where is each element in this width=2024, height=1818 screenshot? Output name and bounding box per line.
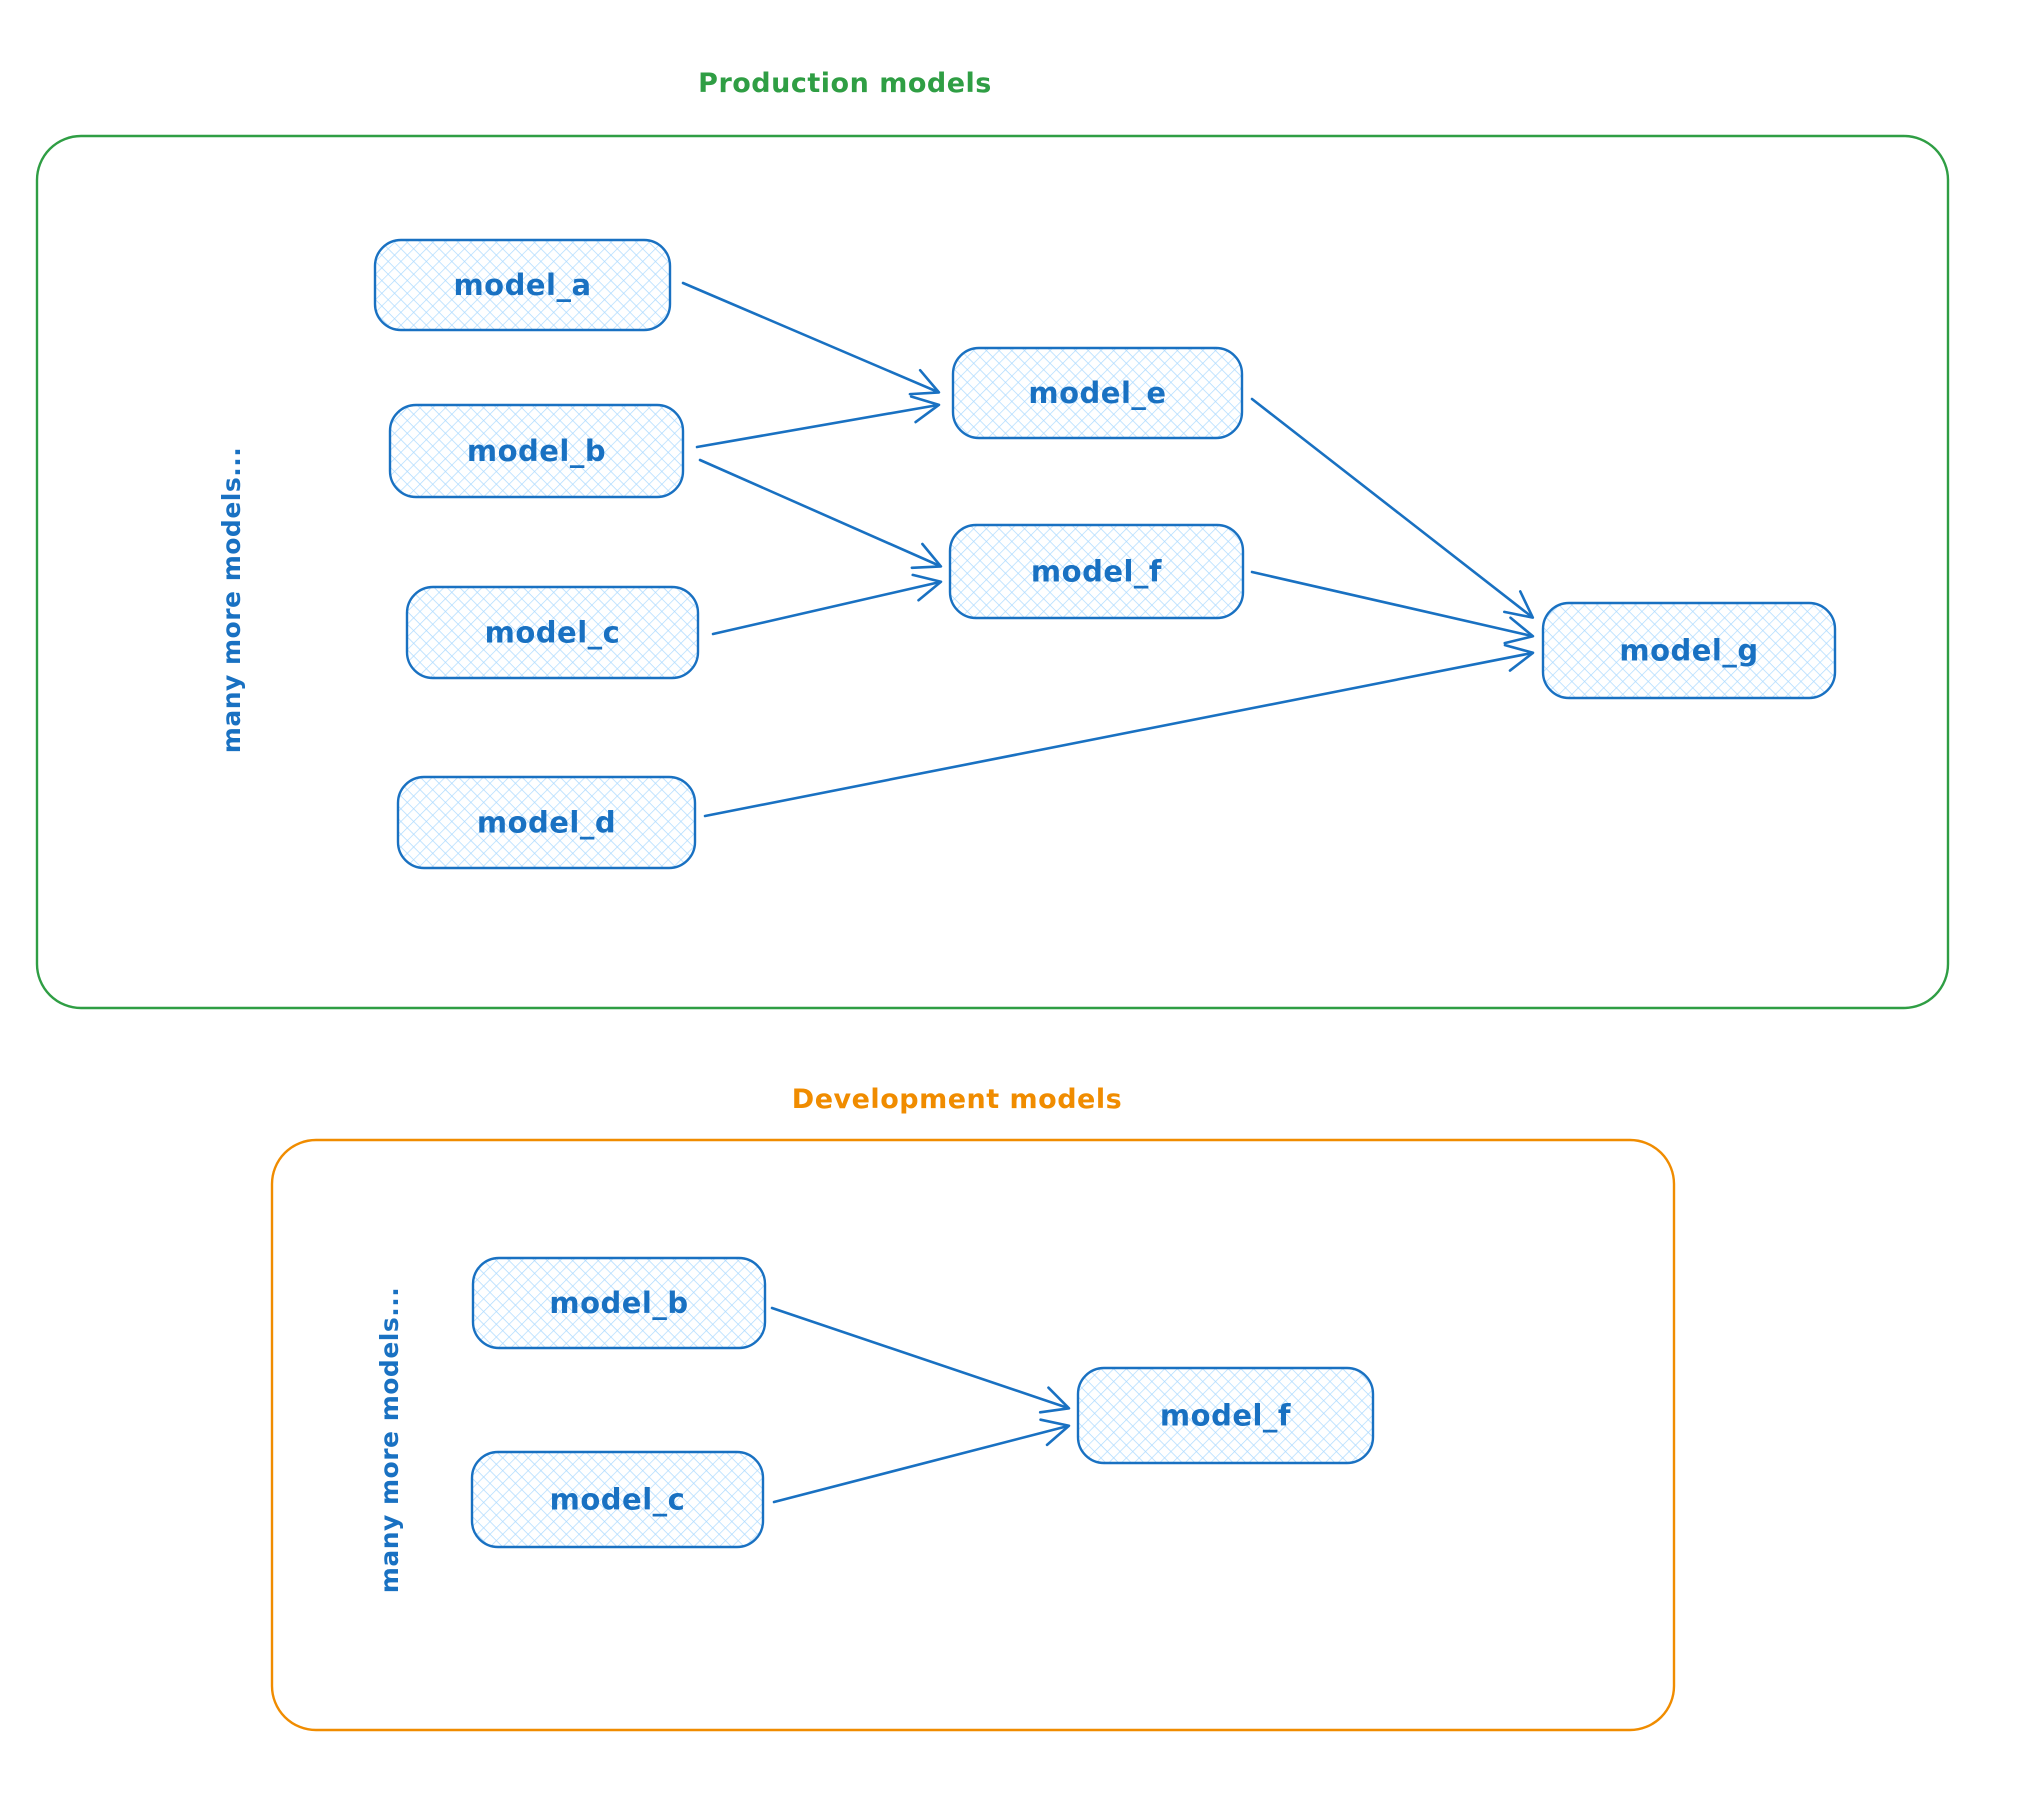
prod-model-b-label: model_b <box>467 434 606 468</box>
production-edge-model_e-to-model_g <box>1250 397 1535 619</box>
production-side-label: many more models... <box>217 447 246 753</box>
prod-model-g-label: model_g <box>1619 634 1758 668</box>
prod-model-c: model_c <box>405 585 700 680</box>
dev-model-f: model_f <box>1076 1366 1375 1465</box>
dev-model-c: model_c <box>470 1450 765 1549</box>
prod-model-f-box <box>948 523 1245 620</box>
dev-model-c-box <box>470 1450 765 1549</box>
prod-model-f: model_f <box>948 523 1245 620</box>
development-edge-model_c-to-model_f <box>772 1418 1071 1504</box>
dev-model-b-box <box>471 1256 767 1350</box>
production-edge-model_f-to-model_g <box>1250 570 1535 645</box>
production-edge-model_a-to-model_e <box>681 281 941 396</box>
dev-model-b-label: model_b <box>549 1286 688 1320</box>
prod-model-b: model_b <box>388 403 685 499</box>
development-side-label: many more models... <box>375 1287 404 1593</box>
prod-model-g: model_g <box>1541 601 1837 700</box>
dev-model-f-label: model_f <box>1160 1399 1291 1433</box>
prod-model-b-box <box>388 403 685 499</box>
prod-model-a-label: model_a <box>453 268 591 302</box>
development-frame <box>270 1138 1676 1732</box>
dev-model-c-label: model_c <box>550 1483 686 1517</box>
prod-model-f-label: model_f <box>1031 555 1162 589</box>
prod-model-d: model_d <box>396 775 697 870</box>
prod-model-c-box <box>405 585 700 680</box>
production-frame <box>35 134 1950 1010</box>
prod-model-c-label: model_c <box>485 616 621 650</box>
prod-model-e-label: model_e <box>1028 376 1166 410</box>
dev-model-b: model_b <box>471 1256 767 1350</box>
prod-model-e-box <box>951 346 1244 440</box>
production-edge-model_b-to-model_f <box>698 458 943 570</box>
prod-model-e: model_e <box>951 346 1244 440</box>
prod-model-a: model_a <box>373 238 672 332</box>
production-edge-model_c-to-model_f <box>711 573 943 636</box>
prod-model-a-box <box>373 238 672 332</box>
development-edge-model_b-to-model_f <box>770 1306 1071 1414</box>
production-edge-model_d-to-model_g <box>703 643 1535 818</box>
prod-model-d-box <box>396 775 697 870</box>
production-title: Production models <box>698 68 992 99</box>
prod-model-g-box <box>1541 601 1837 700</box>
production-edge-model_b-to-model_e <box>695 395 941 449</box>
prod-model-d-label: model_d <box>477 806 616 840</box>
dev-model-f-box <box>1076 1366 1375 1465</box>
section-production: Production models many more models... mode… <box>35 68 1950 1010</box>
section-development: Development models many more models... mod… <box>270 1084 1676 1732</box>
development-title: Development models <box>792 1084 1122 1115</box>
